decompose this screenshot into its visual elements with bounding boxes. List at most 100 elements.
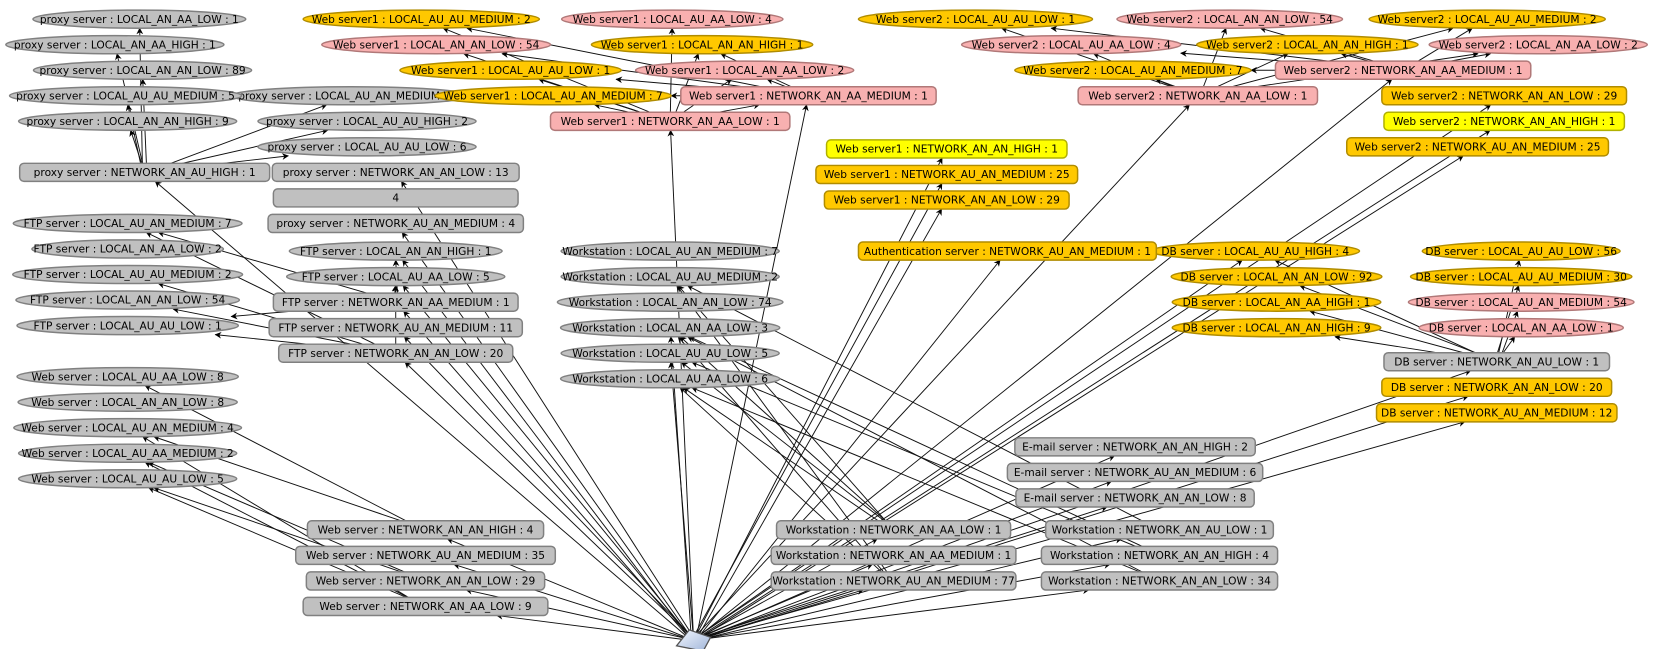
graph-node-w1a[interactable]: Web server1 : LOCAL_AU_AU_MEDIUM : 2 [302, 9, 541, 29]
graph-node-w1i[interactable]: Web server1 : NETWORK_AN_AA_LOW : 1 [549, 111, 791, 132]
graph-node-web5[interactable]: Web server : NETWORK_AN_AN_HIGH : 4 [306, 520, 545, 540]
graph-node-w2f[interactable]: Web server2 : LOCAL_AN_AA_LOW : 2 [1428, 34, 1649, 55]
graph-node-web1[interactable]: Web server : LOCAL_AU_AA_LOW : 8 [16, 366, 240, 387]
edge-arrow [693, 157, 943, 641]
graph-node-db10[interactable]: DB server : NETWORK_AN_AN_LOW : 20 [1381, 377, 1613, 398]
attacker-computer-icon[interactable] [675, 629, 712, 649]
rect-node-shape [1040, 571, 1279, 591]
graph-node-f2b[interactable]: FTP server : LOCAL_AN_AA_LOW : 2 [31, 239, 225, 259]
graph-node-db4[interactable]: DB server : LOCAL_AU_AU_MEDIUM : 30 [1409, 266, 1633, 287]
graph-node-em3[interactable]: E-mail server : NETWORK_AN_AN_LOW : 8 [1015, 488, 1255, 508]
graph-node-p3[interactable]: proxy server : LOCAL_AN_AN_LOW : 89 [32, 60, 253, 81]
graph-node-w2a[interactable]: Web server2 : LOCAL_AU_AU_LOW : 1 [857, 9, 1094, 29]
graph-node-ws7[interactable]: Workstation : NETWORK_AN_AA_LOW : 1 [775, 520, 1012, 540]
graph-node-w1k[interactable]: Web server1 : NETWORK_AU_AN_MEDIUM : 25 [815, 164, 1079, 185]
graph-node-w2g[interactable]: Web server2 : LOCAL_AU_AN_MEDIUM : 7 [1014, 60, 1252, 81]
graph-node-w1f[interactable]: Web server1 : LOCAL_AN_AA_LOW : 2 [634, 60, 855, 81]
graph-node-w1d[interactable]: Web server1 : LOCAL_AN_AN_HIGH : 1 [590, 34, 814, 55]
graph-node-db7[interactable]: DB server : LOCAL_AN_AN_HIGH : 9 [1171, 317, 1382, 338]
edge-arrow [154, 180, 692, 641]
graph-node-p11b[interactable]: 4 [272, 188, 519, 208]
graph-node-em2[interactable]: E-mail server : NETWORK_AU_AN_MEDIUM : 6 [1006, 462, 1264, 483]
edge-arrow [153, 486, 428, 582]
graph-node-p7[interactable]: proxy server : LOCAL_AN_AN_HIGH : 9 [17, 111, 238, 132]
ellipse-node-shape [559, 368, 781, 389]
graph-node-ws5[interactable]: Workstation : LOCAL_AU_AU_LOW : 5 [560, 343, 780, 364]
graph-node-w1h[interactable]: Web server1 : NETWORK_AN_AA_MEDIUM : 1 [680, 85, 937, 106]
graph-node-w2d[interactable]: Web server2 : LOCAL_AU_AA_LOW : 4 [960, 34, 1182, 55]
graph-node-w1c[interactable]: Web server1 : LOCAL_AU_AA_LOW : 4 [560, 9, 784, 29]
graph-node-ws1[interactable]: Workstation : LOCAL_AU_AN_MEDIUM : 7 [560, 241, 780, 261]
graph-node-w1l[interactable]: Web server1 : NETWORK_AN_AN_LOW : 29 [823, 190, 1070, 210]
graph-node-ws10[interactable]: Workstation : NETWORK_AN_AN_HIGH : 4 [1040, 545, 1279, 566]
graph-node-web3[interactable]: Web server : LOCAL_AU_AA_MEDIUM : 2 [17, 443, 238, 464]
graph-node-web2[interactable]: Web server : LOCAL_AU_AN_MEDIUM : 4 [13, 417, 243, 438]
graph-node-db9[interactable]: DB server : NETWORK_AN_AU_LOW : 1 [1383, 351, 1611, 372]
graph-node-f8[interactable]: FTP server : NETWORK_AN_AN_LOW : 20 [277, 343, 514, 364]
graph-node-ws4[interactable]: Workstation : LOCAL_AN_AA_LOW : 3 [559, 317, 781, 338]
graph-node-f5[interactable]: FTP server : LOCAL_AN_AN_LOW : 54 [15, 290, 241, 310]
node-label: Web server1 : LOCAL_AU_AU_MEDIUM : 2 [312, 13, 531, 26]
graph-node-db8[interactable]: DB server : LOCAL_AN_AA_LOW : 1 [1418, 317, 1625, 338]
graph-node-w1g[interactable]: Web server1 : LOCAL_AU_AN_MEDIUM : 7 [434, 85, 672, 106]
node-label: Web server2 : NETWORK_AN_AA_MEDIUM : 1 [1284, 64, 1523, 77]
node-label: DB server : LOCAL_AN_AA_HIGH : 1 [1183, 296, 1371, 309]
graph-node-f2[interactable]: FTP server : LOCAL_AU_AU_MEDIUM : 2 [12, 264, 244, 285]
graph-node-ws11[interactable]: Workstation : NETWORK_AN_AU_LOW : 1 [1044, 520, 1275, 540]
graph-node-p8[interactable]: proxy server : LOCAL_AU_AU_LOW : 6 [257, 137, 477, 157]
node-label: Workstation : NETWORK_AU_AN_MEDIUM : 77 [772, 575, 1014, 588]
graph-node-f3[interactable]: FTP server : LOCAL_AN_AN_HIGH : 1 [288, 241, 503, 261]
graph-node-w1j[interactable]: Web server1 : NETWORK_AN_AN_HIGH : 1 [825, 139, 1068, 159]
graph-node-em1[interactable]: E-mail server : NETWORK_AN_AN_HIGH : 2 [1014, 437, 1256, 457]
graph-node-ws6[interactable]: Workstation : LOCAL_AU_AA_LOW : 6 [559, 368, 781, 389]
graph-node-db11[interactable]: DB server : NETWORK_AU_AN_MEDIUM : 12 [1375, 403, 1618, 423]
graph-node-web4[interactable]: Web server : LOCAL_AU_AU_LOW : 5 [17, 468, 238, 489]
rect-node-shape [1014, 437, 1256, 457]
graph-node-w2e[interactable]: Web server2 : LOCAL_AN_AN_HIGH : 1 [1196, 34, 1419, 55]
graph-node-ws3[interactable]: Workstation : LOCAL_AU_AU_MEDIUM : 2 [560, 266, 780, 287]
graph-node-web7[interactable]: Web server : NETWORK_AN_AA_LOW : 9 [302, 596, 549, 617]
graph-node-ws9[interactable]: Workstation : NETWORK_AN_AA_MEDIUM : 1 [770, 545, 1017, 566]
graph-node-w2i[interactable]: Web server2 : NETWORK_AN_AA_LOW : 1 [1077, 85, 1319, 106]
graph-node-f6[interactable]: FTP server : LOCAL_AU_AU_LOW : 1 [16, 315, 240, 336]
graph-node-auth[interactable]: Authentication server : NETWORK_AU_AN_ME… [857, 241, 1158, 261]
graph-node-web6[interactable]: Web server : NETWORK_AN_AN_LOW : 29 [305, 571, 546, 591]
graph-node-f8b[interactable]: FTP server : NETWORK_AU_AN_MEDIUM : 11 [268, 317, 524, 338]
graph-node-p6[interactable]: proxy server : LOCAL_AU_AU_HIGH : 2 [257, 111, 477, 132]
graph-node-w1b[interactable]: Web server1 : LOCAL_AN_AN_LOW : 54 [321, 34, 552, 55]
graph-node-w2c[interactable]: Web server2 : LOCAL_AU_AU_MEDIUM : 2 [1368, 9, 1606, 29]
rect-node-shape [302, 596, 549, 617]
graph-node-w2l[interactable]: Web server2 : NETWORK_AU_AN_MEDIUM : 25 [1345, 137, 1610, 157]
graph-node-db5[interactable]: DB server : LOCAL_AN_AA_HIGH : 1 [1171, 292, 1382, 312]
graph-node-w1e[interactable]: Web server1 : LOCAL_AU_AU_LOW : 1 [399, 60, 622, 81]
graph-node-web2b[interactable]: Web server : LOCAL_AN_AN_LOW : 8 [17, 392, 238, 412]
graph-node-p5[interactable]: proxy server : LOCAL_AU_AU_MEDIUM : 5 [8, 85, 243, 106]
graph-node-p9[interactable]: proxy server : NETWORK_AN_AU_HIGH : 1 [18, 162, 271, 183]
graph-node-db6[interactable]: DB server : LOCAL_AU_AN_MEDIUM : 54 [1407, 292, 1635, 312]
graph-node-p10[interactable]: proxy server : NETWORK_AN_AN_LOW : 13 [271, 162, 520, 183]
node-label: proxy server : LOCAL_AN_AN_HIGH : 9 [27, 115, 230, 128]
graph-node-ws8[interactable]: Workstation : NETWORK_AU_AN_MEDIUM : 77 [770, 571, 1017, 591]
node-label: proxy server : LOCAL_AN_AA_LOW : 1 [40, 13, 239, 26]
graph-node-db2[interactable]: DB server : LOCAL_AU_AU_LOW : 56 [1421, 241, 1621, 261]
graph-node-p1[interactable]: proxy server : LOCAL_AN_AA_LOW : 1 [32, 9, 247, 29]
graph-node-db1[interactable]: DB server : LOCAL_AU_AU_HIGH : 4 [1150, 241, 1361, 261]
graph-node-db3[interactable]: DB server : LOCAL_AN_AN_LOW : 92 [1170, 266, 1383, 287]
graph-node-w2j[interactable]: Web server2 : NETWORK_AN_AN_LOW : 29 [1381, 85, 1628, 106]
graph-node-p2[interactable]: proxy server : LOCAL_AN_AA_HIGH : 1 [5, 34, 225, 55]
graph-node-w2b[interactable]: Web server2 : LOCAL_AN_AN_LOW : 54 [1116, 9, 1344, 29]
graph-node-ws12[interactable]: Workstation : NETWORK_AN_AN_LOW : 34 [1040, 571, 1279, 591]
graph-node-f1[interactable]: FTP server : LOCAL_AU_AN_MEDIUM : 7 [12, 213, 243, 234]
graph-node-ws2[interactable]: Workstation : LOCAL_AN_AN_LOW : 74 [556, 292, 784, 312]
graph-node-w2h[interactable]: Web server2 : NETWORK_AN_AA_MEDIUM : 1 [1274, 60, 1532, 81]
graph-node-web8[interactable]: Web server : NETWORK_AU_AN_MEDIUM : 35 [294, 545, 557, 566]
ellipse-node-shape [5, 34, 225, 55]
graph-node-p4[interactable]: proxy server : LOCAL_AU_AN_MEDIUM : 54 [230, 85, 472, 106]
ellipse-node-shape [634, 60, 855, 81]
graph-node-p11[interactable]: proxy server : NETWORK_AU_AN_MEDIUM : 4 [267, 213, 525, 234]
graph-node-f7[interactable]: FTP server : NETWORK_AN_AA_MEDIUM : 1 [272, 292, 519, 312]
graph-node-f4[interactable]: FTP server : LOCAL_AU_AA_LOW : 5 [285, 266, 506, 287]
node-label: Web server : NETWORK_AN_AN_HIGH : 4 [318, 524, 534, 537]
graph-node-w2k[interactable]: Web server2 : NETWORK_AN_AN_HIGH : 1 [1383, 111, 1626, 132]
